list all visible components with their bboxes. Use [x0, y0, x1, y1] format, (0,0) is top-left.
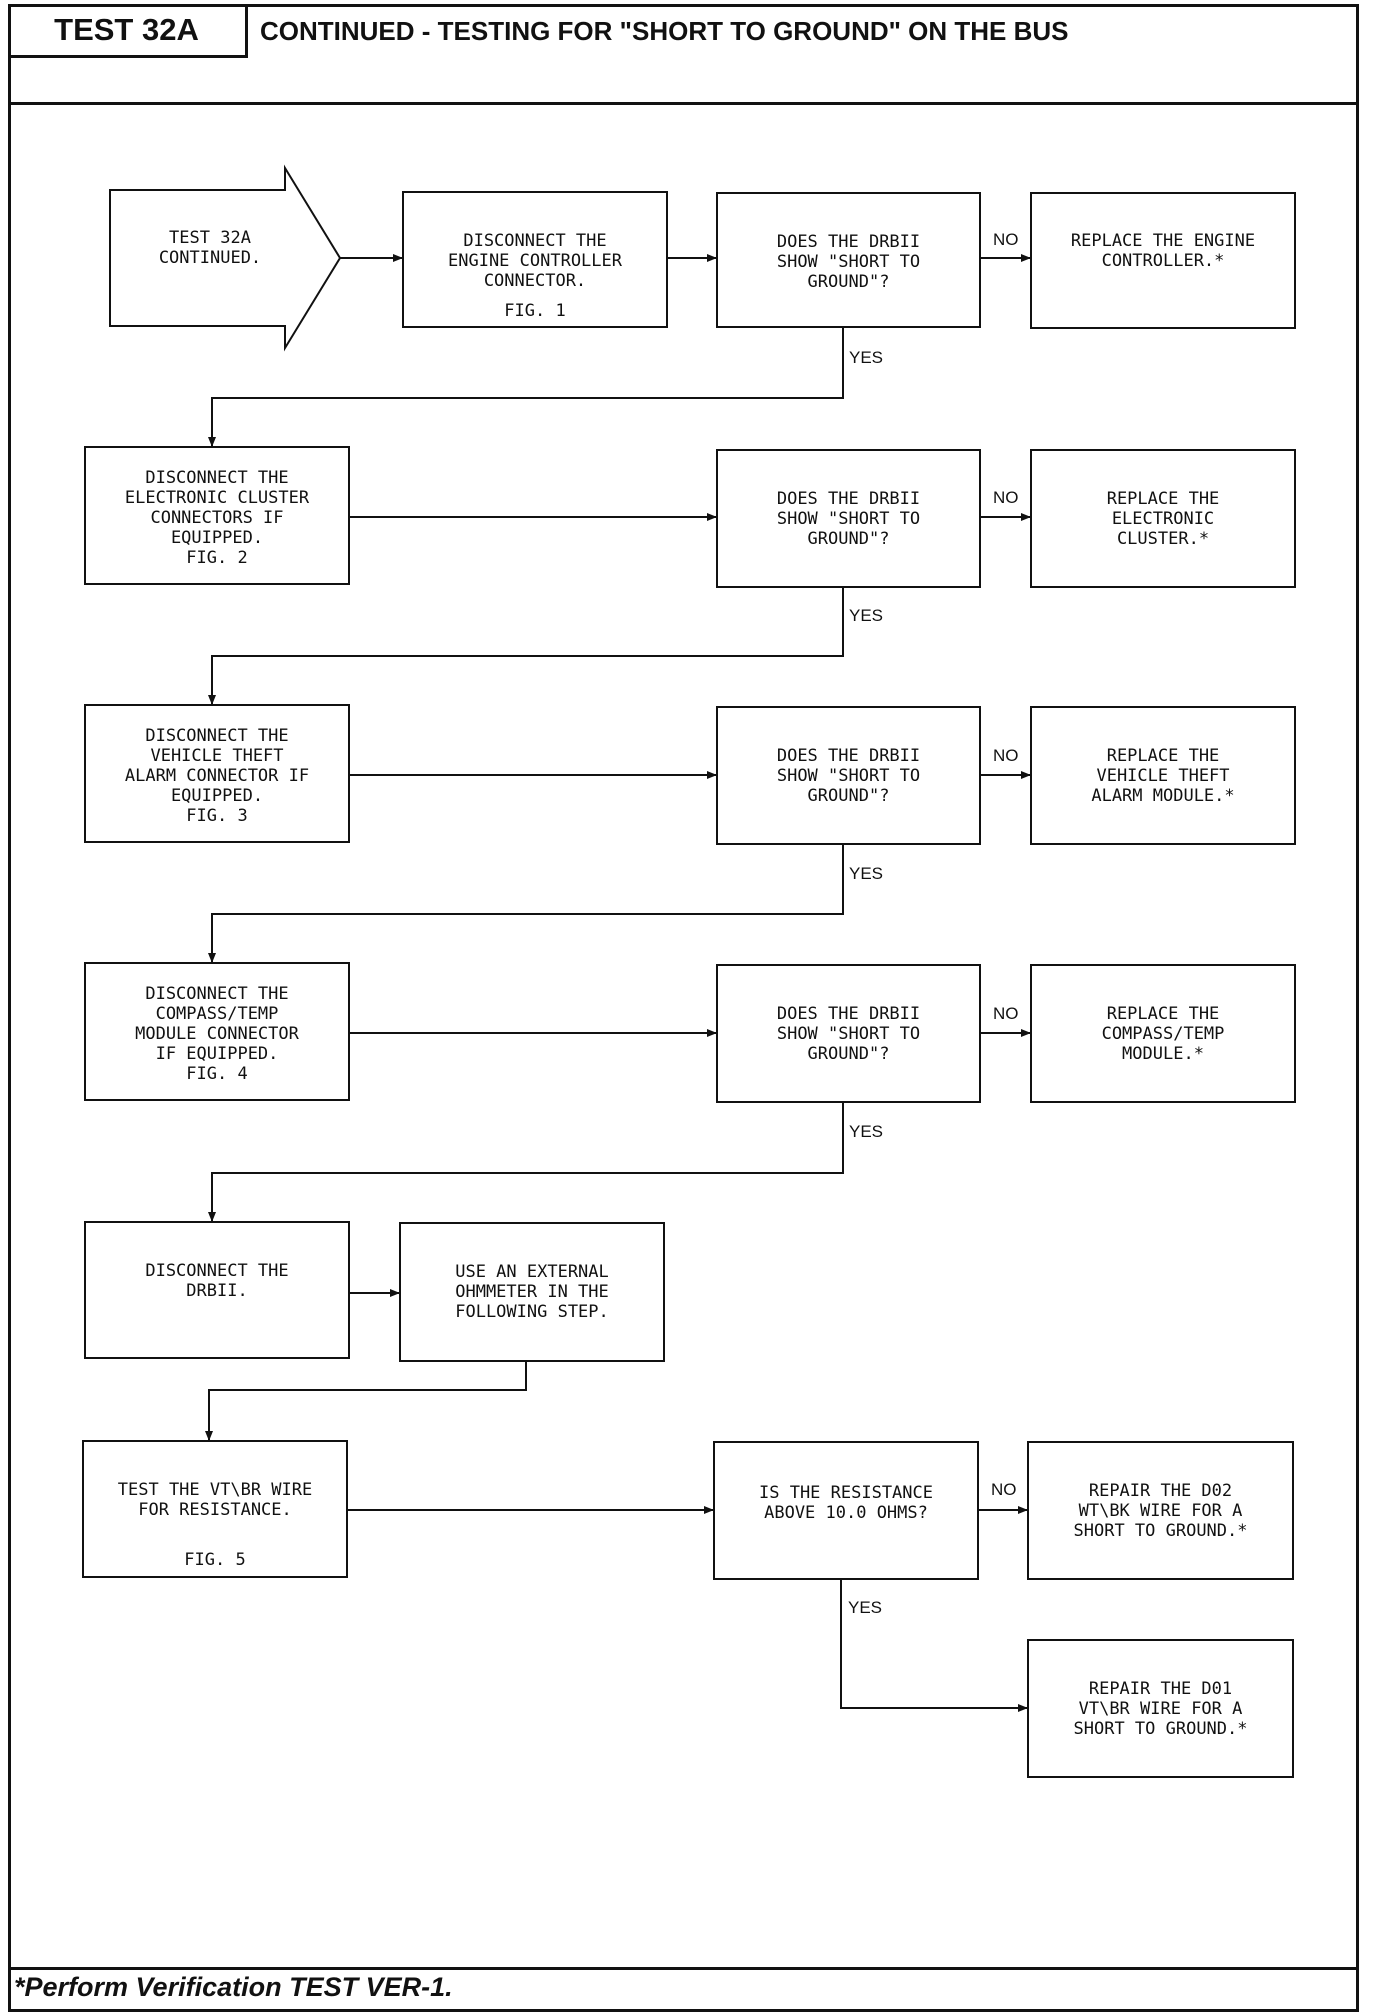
step-disconnect-vehicle-theft-alarm: DISCONNECT THE VEHICLE THEFT ALARM CONNE…: [84, 704, 350, 843]
result-replace-vehicle-theft-alarm: REPLACE THE VEHICLE THEFT ALARM MODULE.*: [1030, 706, 1296, 845]
step-disconnect-drbii: DISCONNECT THE DRBII.: [84, 1221, 350, 1359]
yes-label: YES: [849, 864, 884, 883]
step-disconnect-electronic-cluster: DISCONNECT THE ELECTRONIC CLUSTER CONNEC…: [84, 446, 350, 585]
yes-label: YES: [849, 348, 884, 367]
connector-q4-step5: [208, 1103, 844, 1222]
yes-label: YES: [849, 1122, 884, 1141]
connector-q2-step3: [208, 588, 844, 705]
connector-q5-r5-yes: [840, 1580, 1028, 1712]
step-disconnect-compass-temp: DISCONNECT THE COMPASS/TEMP MODULE CONNE…: [84, 962, 350, 1101]
result-repair-d01-wire: REPAIR THE D01 VT\BR WIRE FOR A SHORT TO…: [1027, 1639, 1294, 1778]
step-text: TEST THE VT\BR WIRE FOR RESISTANCE.: [117, 1480, 313, 1520]
no-label: NO: [993, 1004, 1019, 1023]
start-shape: [109, 164, 342, 352]
no-label: NO: [991, 1480, 1017, 1499]
yes-label: YES: [848, 1598, 883, 1617]
result-replace-engine-controller: REPLACE THE ENGINE CONTROLLER.*: [1030, 192, 1296, 329]
start-label: TEST 32A CONTINUED.: [158, 228, 262, 268]
decision-q2: DOES THE DRBII SHOW "SHORT TO GROUND"?: [716, 449, 981, 588]
no-label: NO: [993, 230, 1019, 249]
footer-note: *Perform Verification TEST VER-1.: [14, 1972, 453, 2002]
decision-q4: DOES THE DRBII SHOW "SHORT TO GROUND"?: [716, 964, 981, 1103]
result-replace-electronic-cluster: REPLACE THE ELECTRONIC CLUSTER.*: [1030, 449, 1296, 588]
page-title: CONTINUED - TESTING FOR "SHORT TO GROUND…: [260, 16, 1069, 46]
step-disconnect-engine-controller: DISCONNECT THE ENGINE CONTROLLER CONNECT…: [402, 191, 668, 328]
decision-q5-resistance: IS THE RESISTANCE ABOVE 10.0 OHMS?: [713, 1441, 979, 1580]
yes-label: YES: [849, 606, 884, 625]
no-label: NO: [993, 746, 1019, 765]
footer-divider: [8, 1967, 1359, 1970]
decision-q1: DOES THE DRBII SHOW "SHORT TO GROUND"?: [716, 192, 981, 328]
test-id: TEST 32A: [8, 4, 248, 58]
result-repair-d02-wire: REPAIR THE D02 WT\BK WIRE FOR A SHORT TO…: [1027, 1441, 1294, 1580]
step-use-external-ohmmeter: USE AN EXTERNAL OHMMETER IN THE FOLLOWIN…: [399, 1222, 665, 1362]
decision-q3: DOES THE DRBII SHOW "SHORT TO GROUND"?: [716, 706, 981, 845]
connector-q3-step4: [208, 845, 844, 963]
step-text: DISCONNECT THE ENGINE CONTROLLER CONNECT…: [448, 231, 622, 291]
header-divider: [8, 102, 1359, 105]
page-frame: [8, 4, 1359, 2012]
fig-ref: FIG. 1: [504, 301, 566, 321]
connector-q1-step2: [208, 328, 844, 447]
step-test-vt-br-wire: TEST THE VT\BR WIRE FOR RESISTANCE. FIG.…: [82, 1440, 348, 1578]
result-replace-compass-temp: REPLACE THE COMPASS/TEMP MODULE.*: [1030, 964, 1296, 1103]
no-label: NO: [993, 488, 1019, 507]
fig-ref: FIG. 5: [184, 1550, 246, 1570]
connector-step6-step7: [205, 1362, 527, 1441]
